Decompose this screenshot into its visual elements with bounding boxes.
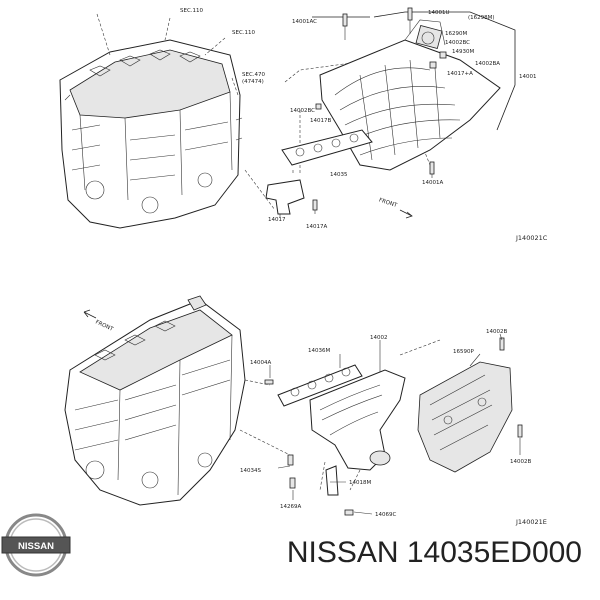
label-14001: 14001 — [519, 74, 537, 80]
label-14004a: 14004A — [250, 360, 271, 366]
label-front-top: FRONT — [378, 197, 398, 209]
label-14002b: 14002B — [486, 329, 507, 335]
top-diagram: SEC.110 SEC.110 SEC.470 (47474) 14001AC … — [59, 7, 548, 242]
engine-block-top — [59, 39, 243, 229]
label-14034s: 14034S — [240, 468, 261, 474]
bracket-14017 — [265, 179, 305, 215]
heat-shield — [417, 361, 513, 473]
bolts-bottom — [264, 337, 523, 516]
part-number-caption: NISSAN 14035ED000 — [287, 536, 582, 569]
bolts-top — [312, 7, 447, 211]
label-14017b: 14017B — [310, 118, 331, 124]
front-arrow-top — [399, 209, 413, 219]
label-14269a: 14269A — [280, 504, 301, 510]
label-14001ac: 14001AC — [292, 19, 317, 25]
figure-id-bottom: J140021E — [515, 518, 547, 526]
label-16298m: (16298M) — [468, 15, 495, 21]
label-sec110: SEC.110 — [180, 8, 204, 14]
label-14001u: 14001U — [428, 10, 450, 16]
label-14069c: 14069C — [375, 512, 396, 518]
manifold-gasket — [281, 129, 373, 166]
label-14002ba: 14002BA — [475, 61, 500, 67]
top-labels: SEC.110 SEC.110 SEC.470 (47474) 14001AC … — [180, 8, 548, 242]
label-14017: 14017 — [268, 217, 286, 223]
label-front-bottom: FRONT — [94, 319, 114, 333]
figure-id-top: J140021C — [515, 234, 548, 242]
engine-block-bottom — [64, 295, 246, 506]
label-14002b-bottom: 14002B — [510, 459, 531, 465]
front-arrow-bottom — [83, 309, 97, 319]
logo-text: NISSAN — [18, 541, 54, 552]
label-14002bc-left: 14002BC — [290, 108, 315, 114]
label-sec110b: SEC.110 — [232, 30, 256, 36]
label-14017a-bottom: 14017A — [306, 224, 327, 230]
label-14001a: 14001A — [422, 180, 443, 186]
label-14002bc: 14002BC — [445, 40, 470, 46]
label-14930m: 14930M — [452, 49, 474, 55]
label-sec470: SEC.470 — [242, 72, 266, 78]
label-14002: 14002 — [370, 335, 388, 341]
label-14018m: 14018M — [349, 480, 371, 486]
exhaust-manifold — [309, 369, 406, 471]
label-16290m: 16290M — [445, 31, 467, 37]
label-sec470b: (47474) — [242, 79, 264, 85]
nissan-logo: NISSAN — [1, 513, 71, 577]
label-16590p: 16590P — [453, 349, 474, 355]
label-14036m: 14036M — [308, 348, 330, 354]
bottom-labels: FRONT 14004A 14036M 14002 14002B 16590P … — [83, 309, 547, 526]
bottom-diagram: FRONT 14004A 14036M 14002 14002B 16590P … — [64, 295, 547, 526]
label-14035: 14035 — [330, 172, 348, 178]
label-14017a: 14017+A — [447, 71, 473, 77]
exhaust-gasket — [277, 364, 363, 407]
